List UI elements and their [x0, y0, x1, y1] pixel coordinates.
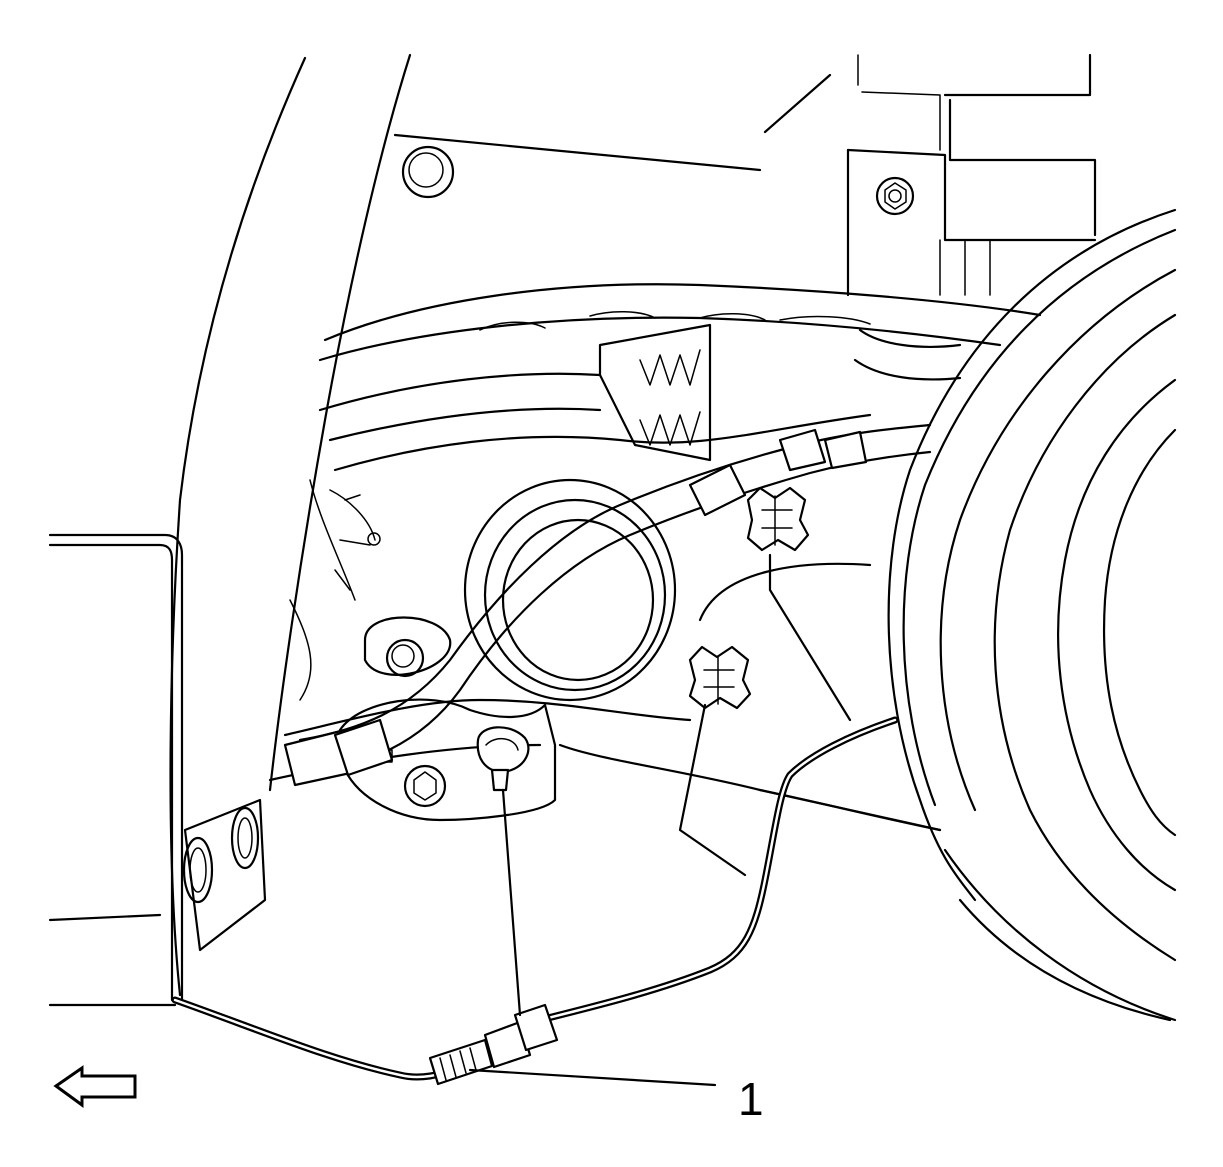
upper-bolt	[401, 145, 455, 199]
spring-seat	[463, 478, 677, 702]
rear-tire	[887, 208, 1177, 1022]
hose-clip-upper	[746, 486, 810, 552]
hose-clip-lower	[688, 645, 752, 710]
brake-pipe-fitting	[428, 1003, 559, 1086]
brake-hose-upper	[283, 423, 932, 787]
lower-bracket	[338, 698, 557, 822]
leader-lines	[468, 553, 852, 1087]
bracket-bolt	[875, 176, 915, 216]
body-side-panel	[48, 53, 412, 1007]
crossmember	[318, 283, 1042, 472]
callout-1-label: 1	[738, 1073, 764, 1125]
left-arrow-icon	[53, 1065, 137, 1108]
hose-clip-bracket	[476, 726, 530, 792]
brake-pipe	[171, 716, 899, 1081]
trailing-arm	[268, 562, 942, 832]
left-hardware	[289, 479, 381, 701]
floor-panel	[393, 53, 1097, 297]
